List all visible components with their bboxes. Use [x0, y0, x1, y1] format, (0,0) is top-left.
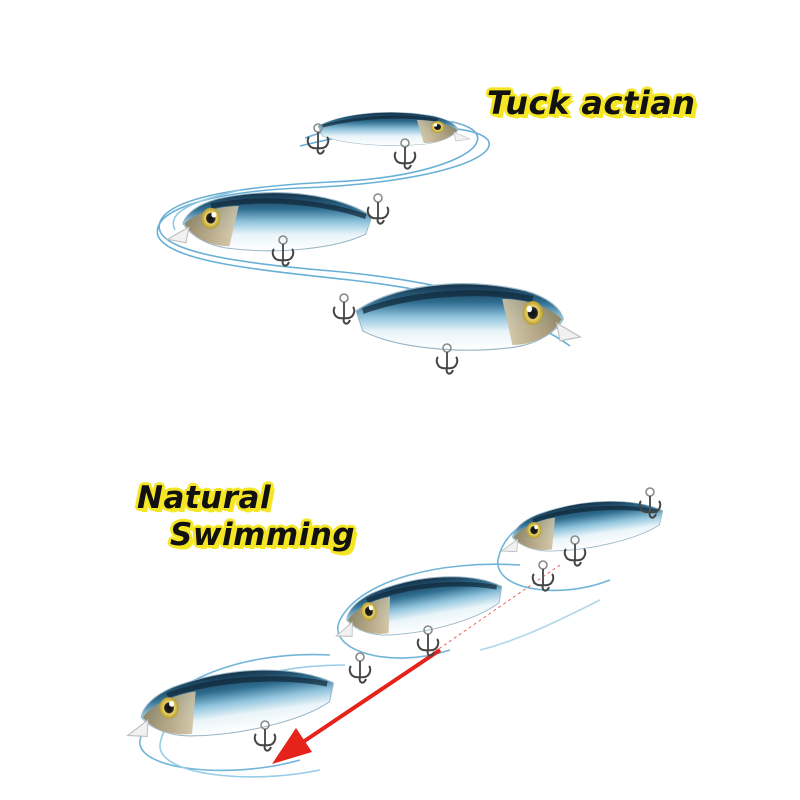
tuck-action-caption: Tuck actian	[487, 84, 696, 122]
treble-hook-icon	[531, 560, 555, 592]
natural-swimming-caption-line1: Natural	[137, 480, 272, 516]
lure-top-large	[356, 284, 580, 350]
fishing-lure-icon	[356, 284, 580, 350]
fishing-lure-icon	[316, 110, 472, 148]
fishing-lure-icon	[121, 659, 338, 748]
lure-bottom-front	[121, 659, 338, 748]
lure-top-small	[316, 110, 472, 148]
lure-bottom-middle	[329, 566, 507, 646]
treble-hook-icon	[332, 293, 356, 325]
natural-swimming-caption-line2: Swimming	[170, 517, 356, 553]
direction-arrow-icon	[272, 648, 442, 764]
treble-hook-icon	[348, 652, 372, 684]
tuck-action-swirls	[156, 118, 571, 347]
fishing-lure-icon	[329, 566, 507, 646]
